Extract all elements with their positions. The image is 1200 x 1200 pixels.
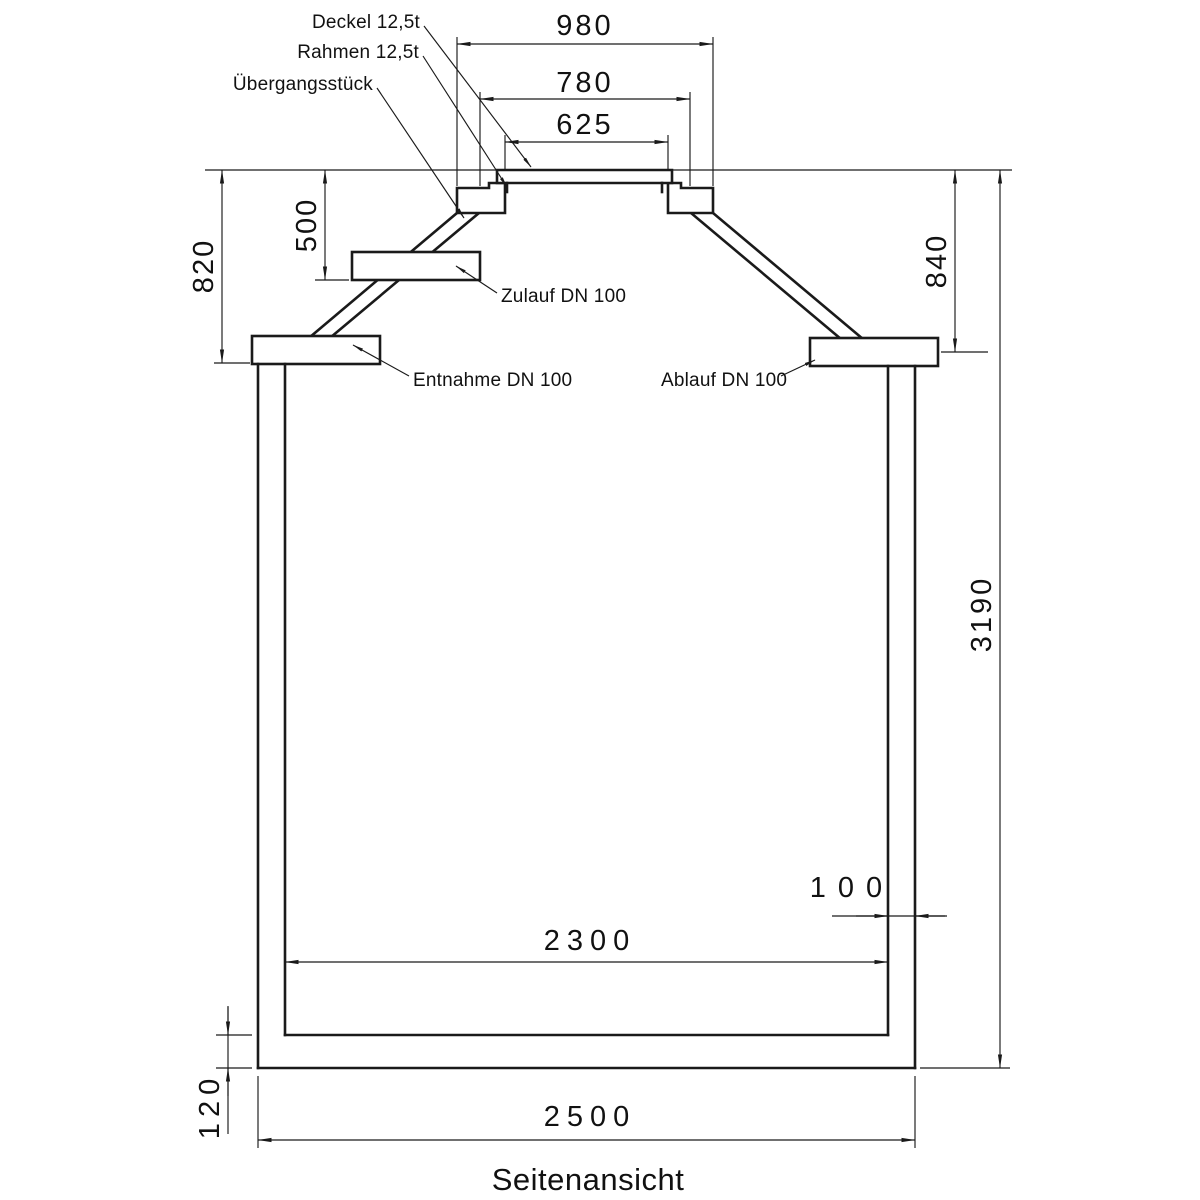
label-entnahme: Entnahme DN 100 [413,370,572,391]
frame-left [455,181,507,215]
ablauf-pipe [808,336,940,368]
leader-deckel [423,25,532,168]
zulauf-pipe [350,250,482,282]
entnahme-pipe [250,334,382,366]
dim-625: 625 [556,109,613,141]
label-deckel: Deckel 12,5t [312,12,421,33]
leader-uebergangsstueck [376,87,465,219]
dim-840: 840 [921,234,953,288]
cover-plate [495,168,674,185]
dim-2500: 2500 [544,1101,637,1133]
leader-ablauf [780,359,816,377]
dim-120: 120 [194,1073,226,1139]
leader-lines [352,25,816,377]
cone-right-outer [711,211,865,341]
annotations: 980 780 625 100 2300 2500 500 820 840 31… [188,10,998,1197]
leader-entnahme [352,344,410,377]
frame-right [666,181,715,215]
dimension-system [205,37,1012,1148]
label-ablauf: Ablauf DN 100 [661,370,787,391]
dim-2300: 2300 [544,925,637,957]
cone-right-inner [689,211,843,341]
dim-820: 820 [188,239,220,293]
dim-3190: 3190 [966,576,998,653]
dim-780: 780 [556,67,613,99]
drawing-title: Seitenansicht [492,1162,685,1197]
dim-100: 100 [810,872,894,904]
leader-zulauf [455,265,498,294]
label-uebergangsstueck: Übergangsstück [233,74,373,95]
dim-500: 500 [291,198,323,252]
dim-980: 980 [556,10,613,42]
label-rahmen: Rahmen 12,5t [297,42,419,63]
leader-rahmen [422,55,508,188]
label-zulauf: Zulauf DN 100 [501,286,626,307]
